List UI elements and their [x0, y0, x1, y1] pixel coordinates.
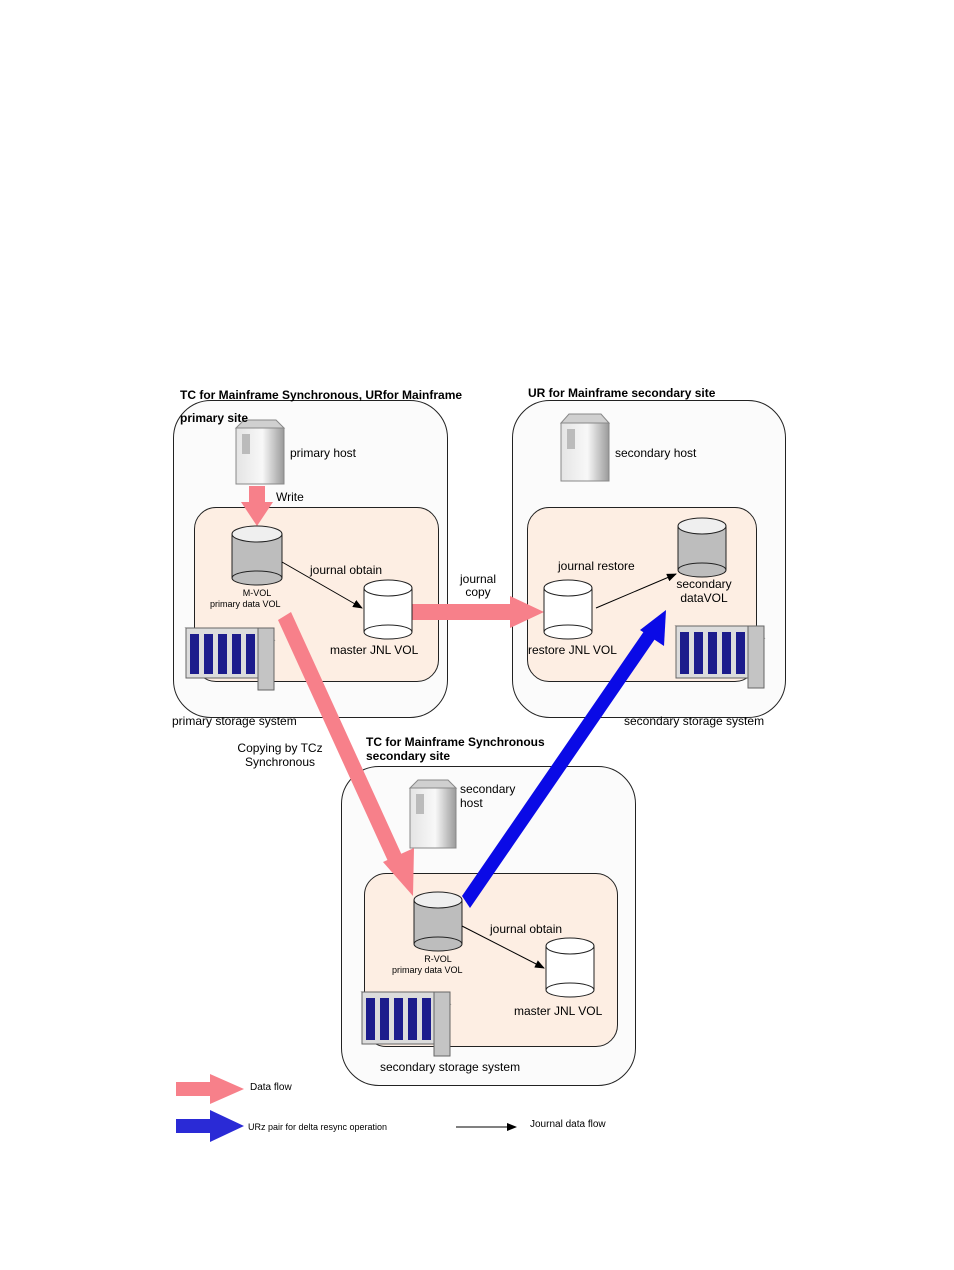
ur-secondary-storage-rack-icon [674, 625, 766, 689]
ur-secondary-storage-label: secondary storage system [624, 714, 765, 728]
journal-copy-label-line2: copy [465, 585, 491, 599]
ur-secondary-host-icon [559, 413, 611, 482]
primary-storage-label: primary storage system [172, 714, 297, 728]
journal-copy-label-line1: journal [459, 572, 497, 586]
rvol-cylinder [413, 891, 463, 952]
secondary-datavol-cylinder [677, 517, 727, 578]
mvol-label-line2: primary data VOL [210, 599, 281, 609]
restore-jnl-cylinder [543, 579, 593, 640]
tc-secondary-site-title-line2: secondary site [366, 749, 451, 763]
mvol-label-line1: M-VOL [242, 588, 272, 598]
legend-data-flow-icon [176, 1074, 244, 1104]
resync-arrow [462, 610, 666, 908]
ur-secondary-host-label: secondary host [615, 446, 697, 460]
journal-copy-arrow [412, 596, 544, 628]
primary-master-jnl-cylinder [363, 579, 413, 640]
tc-secondary-host-icon [408, 779, 458, 849]
rvol-label-line1: R-VOL [424, 954, 452, 964]
secondary-datavol-label-line1: secondary [676, 577, 732, 591]
copying-label-line1: Copying by TCz [237, 741, 323, 755]
primary-host-label: primary host [290, 446, 357, 460]
primary-master-jnl-label: master JNL VOL [330, 643, 419, 657]
secondary-datavol-label-line2: dataVOL [680, 591, 728, 605]
primary-journal-obtain-line [281, 561, 363, 609]
copying-label-line2: Synchronous [244, 755, 316, 769]
mvol-cylinder [231, 525, 283, 586]
journal-restore-label: journal restore [558, 559, 635, 573]
legend-resync-icon [176, 1110, 244, 1142]
tc-journal-obtain-line [461, 925, 545, 969]
write-arrow [241, 486, 273, 526]
legend-resync-label: URz pair for delta resync operation [248, 1122, 388, 1132]
rvol-label-line2: primary data VOL [392, 965, 463, 975]
primary-site-title-line2: primary site [180, 411, 249, 425]
ur-secondary-site-title: UR for Mainframe secondary site [528, 386, 716, 400]
write-label: Write [276, 490, 304, 504]
primary-site-title-line1: TC for Mainframe Synchronous, URfor Main… [180, 388, 463, 402]
tc-secondary-host-label-line2: host [460, 796, 483, 810]
tc-journal-obtain-label: journal obtain [490, 922, 563, 936]
tc-copy-arrow [278, 612, 414, 896]
legend-data-flow-label: Data flow [250, 1082, 292, 1093]
primary-journal-obtain-label: journal obtain [310, 563, 383, 577]
tc-secondary-master-jnl-label: master JNL VOL [514, 1004, 603, 1018]
restore-jnl-label: restore JNL VOL [528, 643, 617, 657]
tc-secondary-storage-label: secondary storage system [380, 1060, 521, 1074]
tc-secondary-host-label-line1: secondary [460, 782, 516, 796]
primary-storage-rack-icon [184, 627, 276, 691]
primary-host-icon [234, 419, 286, 485]
journal-restore-line [595, 573, 677, 609]
legend-journal-label: Journal data flow [530, 1119, 606, 1130]
tc-secondary-storage-rack-icon [360, 991, 452, 1057]
tc-secondary-site-title-line1: TC for Mainframe Synchronous [366, 735, 545, 749]
tc-secondary-master-jnl-cylinder [545, 937, 595, 998]
